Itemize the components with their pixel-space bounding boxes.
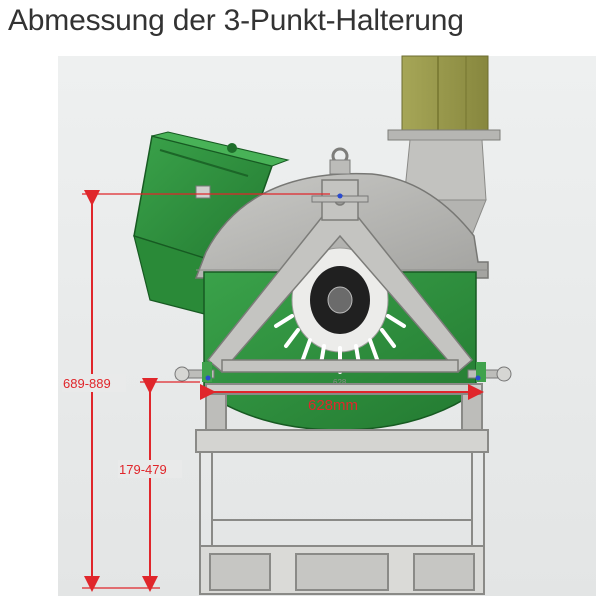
lower-height-label: 179-479 xyxy=(119,462,167,477)
width-label-small: 628 xyxy=(333,378,347,387)
total-height-label: 689-889 xyxy=(63,376,111,391)
lower-link-pins xyxy=(174,195,512,382)
pin-center-markers xyxy=(205,193,481,381)
width-label: 628mm xyxy=(308,397,358,414)
page-title: Abmessung der 3-Punkt-Halterung xyxy=(8,4,464,37)
